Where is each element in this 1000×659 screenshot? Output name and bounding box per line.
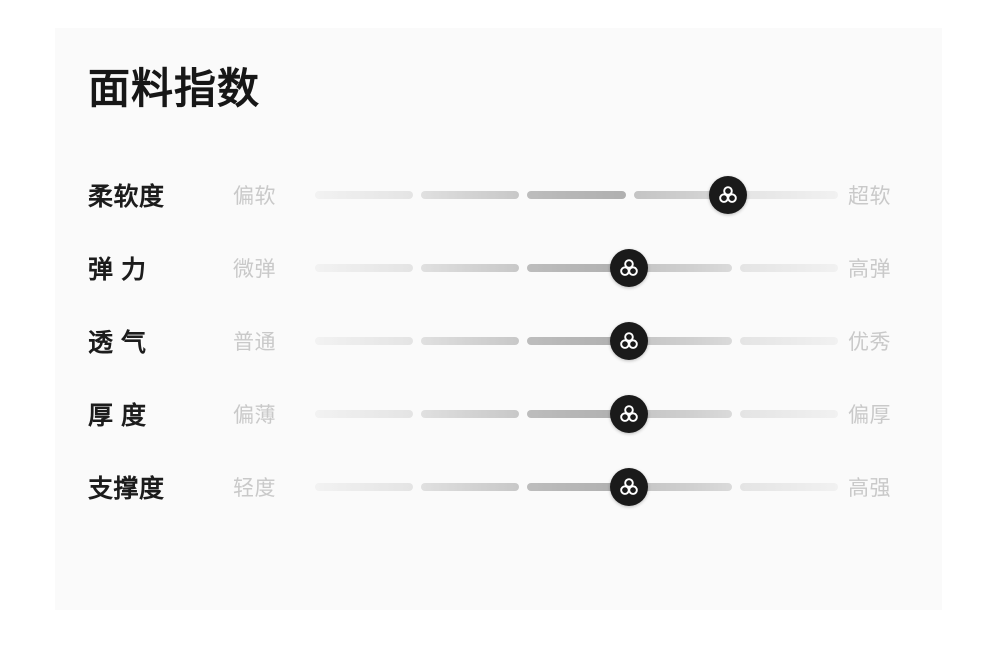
- row-min-label-softness: 偏软: [233, 184, 276, 208]
- fabric-row-support: 支撑度 轻度: [55, 450, 942, 523]
- row-label-elasticity: 弹 力: [88, 255, 147, 284]
- page-title: 面料指数: [88, 65, 261, 112]
- slider-breathability[interactable]: [315, 321, 839, 361]
- slider-segment-1: [315, 263, 414, 272]
- slider-track-elasticity[interactable]: [315, 263, 839, 272]
- slider-segment-1: [315, 336, 414, 345]
- fabric-row-breathability: 透 气 普通: [55, 304, 942, 377]
- fabric-row-thickness: 厚 度 偏薄: [55, 377, 942, 450]
- trefoil-icon: [618, 330, 640, 352]
- row-label-breathability: 透 气: [88, 328, 147, 357]
- slider-knob-breathability[interactable]: [609, 321, 648, 360]
- row-max-label-elasticity: 高弹: [848, 257, 891, 281]
- slider-segment-3: [527, 336, 626, 345]
- trefoil-icon: [618, 403, 640, 425]
- slider-segment-5: [739, 409, 839, 418]
- row-max-label-breathability: 优秀: [848, 330, 891, 354]
- slider-segment-4: [633, 409, 732, 418]
- slider-segment-2: [421, 336, 520, 345]
- slider-segment-3: [527, 409, 626, 418]
- slider-segment-2: [421, 409, 520, 418]
- row-label-thickness: 厚 度: [88, 401, 147, 430]
- slider-knob-softness[interactable]: [709, 175, 748, 214]
- slider-segment-1: [315, 409, 414, 418]
- slider-track-softness[interactable]: [315, 190, 839, 199]
- slider-track-support[interactable]: [315, 482, 839, 491]
- slider-track-thickness[interactable]: [315, 409, 839, 418]
- trefoil-icon: [717, 184, 739, 206]
- slider-segment-3: [527, 482, 626, 491]
- slider-thickness[interactable]: [315, 394, 839, 434]
- slider-elasticity[interactable]: [315, 248, 839, 288]
- slider-segment-2: [421, 190, 520, 199]
- row-min-label-elasticity: 微弹: [233, 257, 276, 281]
- slider-segment-5: [739, 263, 839, 272]
- row-max-label-support: 高强: [848, 476, 891, 500]
- trefoil-icon: [618, 257, 640, 279]
- slider-segment-4: [633, 336, 732, 345]
- slider-knob-thickness[interactable]: [609, 394, 648, 433]
- slider-segment-3: [527, 190, 626, 199]
- slider-segment-4: [633, 263, 732, 272]
- row-min-label-breathability: 普通: [233, 330, 276, 354]
- fabric-index-card: 面料指数 柔软度 偏软: [55, 28, 942, 610]
- slider-segment-3: [527, 263, 626, 272]
- slider-segment-1: [315, 190, 414, 199]
- row-label-support: 支撑度: [88, 474, 165, 503]
- slider-knob-elasticity[interactable]: [609, 248, 648, 287]
- slider-segment-4: [633, 190, 732, 199]
- slider-segment-5: [739, 482, 839, 491]
- slider-segment-2: [421, 263, 520, 272]
- row-min-label-thickness: 偏薄: [233, 403, 276, 427]
- slider-segment-1: [315, 482, 414, 491]
- slider-knob-support[interactable]: [609, 467, 648, 506]
- row-label-softness: 柔软度: [88, 182, 165, 211]
- slider-softness[interactable]: [315, 175, 839, 215]
- slider-segment-2: [421, 482, 520, 491]
- row-max-label-thickness: 偏厚: [848, 403, 891, 427]
- slider-segment-5: [739, 190, 839, 199]
- row-max-label-softness: 超软: [848, 184, 891, 208]
- fabric-index-rows: 柔软度 偏软: [55, 158, 942, 523]
- slider-segment-4: [633, 482, 732, 491]
- slider-support[interactable]: [315, 467, 839, 507]
- trefoil-icon: [618, 476, 640, 498]
- fabric-row-softness: 柔软度 偏软: [55, 158, 942, 231]
- row-min-label-support: 轻度: [233, 476, 276, 500]
- slider-segment-5: [739, 336, 839, 345]
- slider-track-breathability[interactable]: [315, 336, 839, 345]
- fabric-row-elasticity: 弹 力 微弹: [55, 231, 942, 304]
